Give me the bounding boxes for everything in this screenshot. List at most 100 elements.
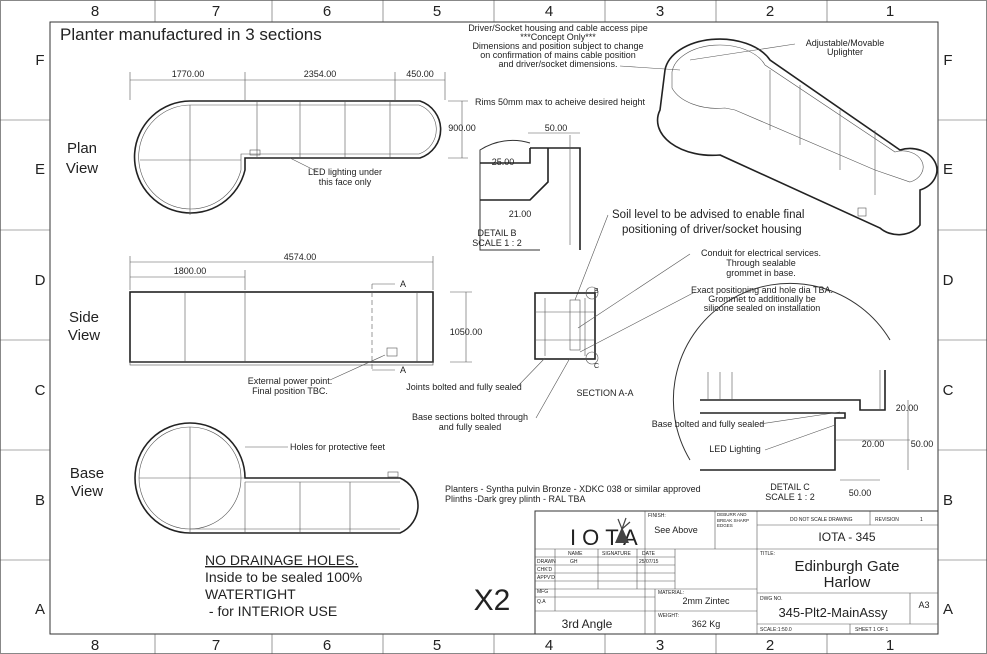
col-label: 8 <box>91 637 99 654</box>
dim-label: 25.00 <box>492 157 515 167</box>
note-power: External power point. <box>248 376 333 386</box>
note-base-sections: Base sections bolted through <box>412 412 528 422</box>
col-label: 2 <box>766 3 774 20</box>
note-material: Planters - Syntha pulvin Bronze - XDKC 0… <box>445 484 701 494</box>
note-conduit: Through sealable <box>726 258 796 268</box>
row-label: F <box>35 52 44 69</box>
note-drainage: WATERTIGHT <box>205 586 296 602</box>
tb-label: WEIGHT: <box>658 613 679 619</box>
tb-row: MFG <box>537 589 548 595</box>
title-block <box>534 510 939 635</box>
section-marker: A <box>400 365 406 375</box>
tb-label: REVISION <box>875 517 899 523</box>
note-driver: ***Concept Only*** <box>520 32 596 42</box>
row-label: D <box>943 272 954 289</box>
section-marker: A <box>400 279 406 289</box>
row-label: A <box>943 601 953 618</box>
row-label: D <box>35 272 46 289</box>
row-label: C <box>943 382 954 399</box>
base-view-drawing <box>134 422 419 534</box>
tb-revision: 1 <box>920 517 923 523</box>
note-drainage: Inside to be sealed 100% <box>205 569 362 585</box>
side-view-drawing <box>129 256 472 371</box>
isometric-view-drawing <box>656 38 938 236</box>
tb-weight: 362 Kg <box>692 619 721 629</box>
column-labels-bottom: 8 7 6 5 4 3 2 1 <box>91 637 894 654</box>
note-driver: and driver/socket dimensions. <box>498 59 617 69</box>
col-label: 7 <box>212 637 220 654</box>
detail-scale: SCALE 1 : 2 <box>765 492 815 502</box>
dim-label: 50.00 <box>911 439 934 449</box>
tb-deburr-wrap: DEBURR AND BREAK SHARP EDGES <box>717 512 749 528</box>
quantity-label: X2 <box>474 584 511 617</box>
tb-material: 2mm Zintec <box>682 596 730 606</box>
row-label: E <box>35 161 45 178</box>
tb-label: MATERIAL: <box>658 590 684 596</box>
tb-dwg-no: 345-Plt2-MainAssy <box>778 605 888 620</box>
note-driver: Dimensions and position subject to chang… <box>472 41 643 51</box>
drawing-title: Planter manufactured in 3 sections <box>60 25 322 44</box>
leader-line <box>574 214 609 301</box>
col-label: 3 <box>656 637 664 654</box>
col-label: 5 <box>433 637 441 654</box>
tb-projection: 3rd Angle <box>562 617 613 631</box>
dim-label: 20.00 <box>862 439 885 449</box>
col-label: 6 <box>323 3 331 20</box>
plan-view-label-2: View <box>66 160 98 177</box>
tb-col: DATE <box>642 551 656 557</box>
note-exact: Grommet to additionally be <box>708 294 816 304</box>
tb-label: DWG NO. <box>760 596 783 602</box>
tb-row: CHK'D <box>537 567 553 573</box>
detail-c-drawing <box>672 282 910 481</box>
note-led-face: this face only <box>319 177 372 187</box>
tb-value: GH <box>570 559 578 565</box>
detail-title: DETAIL C <box>770 482 810 492</box>
logo-plant-icon <box>615 527 629 543</box>
leader-line <box>515 357 546 389</box>
plan-view-drawing <box>129 72 468 215</box>
row-labels-left: F E D C B A <box>35 52 46 618</box>
logo-leaf-icon <box>617 517 631 530</box>
base-view-label: Base <box>70 465 104 482</box>
tb-col: SIGNATURE <box>602 551 631 557</box>
col-label: 1 <box>886 637 894 654</box>
section-label: SECTION A-A <box>576 388 633 398</box>
col-label: 3 <box>656 3 664 20</box>
row-label: E <box>943 161 953 178</box>
note-led-lighting: LED Lighting <box>709 444 761 454</box>
tb-scale: SCALE:1:50.0 <box>760 627 792 633</box>
detail-marker: C <box>594 363 599 370</box>
tb-sheet: SHEET 1 OF 1 <box>855 627 888 633</box>
tb-label: FINISH: <box>648 513 666 519</box>
iota-logo: IOTA <box>570 525 644 550</box>
row-labels-right: F E D C B A <box>943 52 954 618</box>
tb-value: 25/07/15 <box>639 559 659 565</box>
dim-label: 4574.00 <box>284 252 317 262</box>
tb-project: IOTA - 345 <box>818 530 875 544</box>
col-label: 4 <box>545 637 553 654</box>
detail-title: DETAIL B <box>477 228 516 238</box>
note-soil: Soil level to be advised to enable final <box>612 209 804 221</box>
tb-title: Edinburgh Gate <box>794 558 899 575</box>
leader-line <box>759 411 841 425</box>
col-label: 4 <box>545 3 553 20</box>
side-view-label: Side <box>69 309 99 326</box>
col-label: 2 <box>766 637 774 654</box>
note-feet: Holes for protective feet <box>290 442 386 452</box>
note-material: Plinths -Dark grey plinth - RAL TBA <box>445 494 586 504</box>
note-power: Final position TBC. <box>252 386 328 396</box>
dim-label: 1050.00 <box>450 327 483 337</box>
note-base-sections: and fully sealed <box>439 422 502 432</box>
tb-row: APPV'D <box>537 575 555 581</box>
note-conduit: grommet in base. <box>726 268 796 278</box>
note-rims: Rims 50mm max to acheive desired height <box>475 97 646 107</box>
tb-size: A3 <box>918 600 929 610</box>
col-label: 1 <box>886 3 894 20</box>
col-label: 7 <box>212 3 220 20</box>
dim-label: 21.00 <box>509 209 532 219</box>
leader-line <box>579 291 696 353</box>
leader-line <box>329 354 386 381</box>
dim-label: 900.00 <box>448 123 476 133</box>
dim-label: 2354.00 <box>304 69 337 79</box>
